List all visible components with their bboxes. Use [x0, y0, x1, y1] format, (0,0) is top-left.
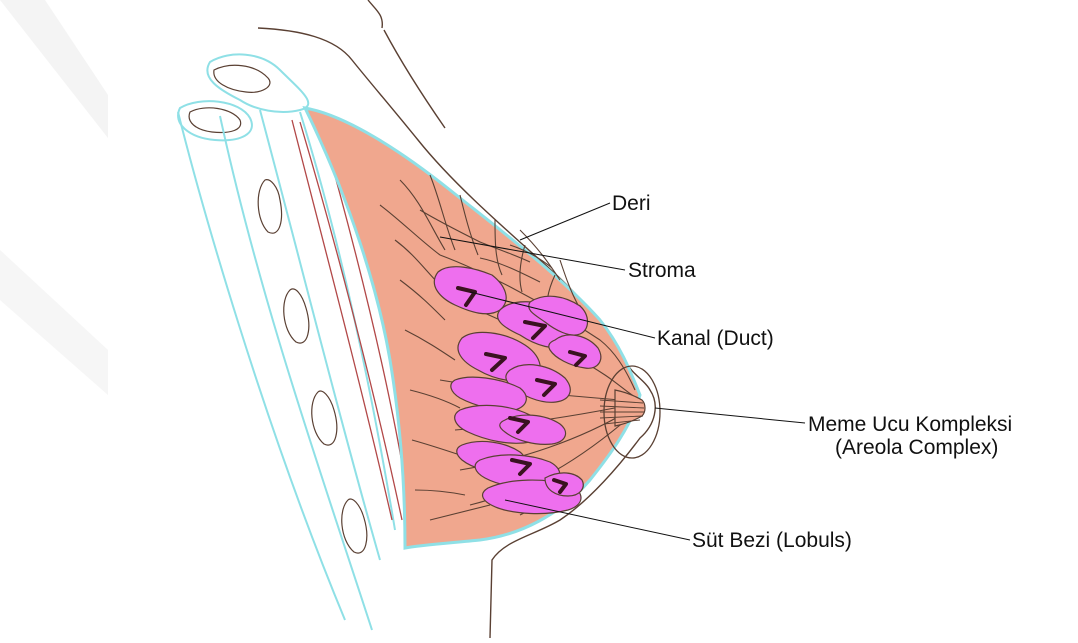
leader-line-skin [520, 203, 610, 240]
label-stroma: Stroma [628, 259, 696, 282]
watermark-mark [0, 0, 108, 395]
label-lobules: Süt Bezi (Lobuls) [692, 529, 852, 552]
label-skin: Deri [612, 192, 651, 215]
label-nipple-line1: Meme Ucu Kompleksi [808, 413, 1012, 436]
breast-stroma [305, 108, 640, 548]
leader-line-nipple [655, 408, 805, 423]
label-duct: Kanal (Duct) [657, 327, 774, 350]
label-nipple-line2: (Areola Complex) [835, 436, 998, 459]
labels: Deri Stroma Kanal (Duct) Meme Ucu Komple… [612, 192, 1012, 552]
